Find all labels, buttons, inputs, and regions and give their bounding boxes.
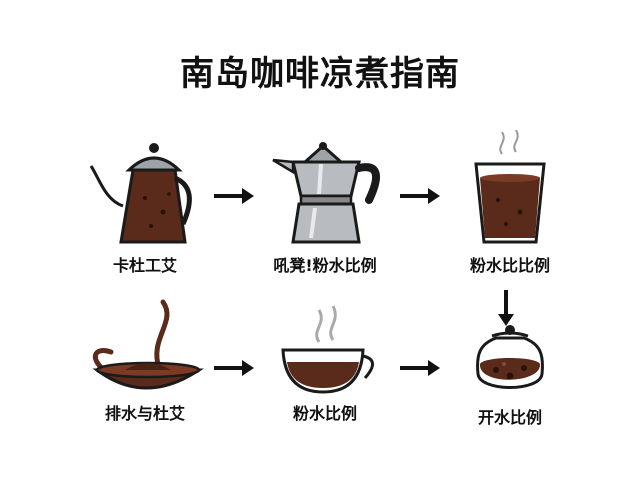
coffee-bowl-icon	[92, 299, 204, 390]
step-label: 排水与杜艾	[104, 404, 185, 423]
arrow-down-icon	[498, 290, 514, 326]
page-title: 南岛咖啡凉煮指南	[180, 54, 460, 94]
step-label: 吼凳!粉水比例	[273, 256, 377, 275]
arrow-right-icon	[400, 360, 440, 376]
step-glass: 粉水比比例	[435, 130, 585, 276]
step-label: 卡杜工艾	[112, 256, 177, 275]
step-moka-pot: 吼凳!粉水比例	[250, 138, 400, 276]
step-label: 粉水比比例	[469, 256, 550, 275]
step-jar: 开水比例	[435, 324, 585, 428]
coffee-jar-icon	[476, 325, 544, 389]
step-label: 开水比例	[477, 408, 542, 427]
step-cup: 粉水比例	[250, 300, 400, 424]
arrow-right-icon	[214, 360, 254, 376]
step-bowl: 排水与杜艾	[70, 298, 220, 424]
step-label: 粉水比例	[292, 404, 357, 423]
glass-coffee-icon	[474, 130, 546, 244]
arrow-right-icon	[400, 188, 440, 204]
arrow-right-icon	[214, 188, 254, 204]
gooseneck-kettle-icon	[89, 143, 192, 244]
coffee-cup-icon	[281, 305, 374, 394]
moka-pot-icon	[272, 142, 381, 244]
step-kettle: 卡杜工艾	[70, 138, 220, 276]
